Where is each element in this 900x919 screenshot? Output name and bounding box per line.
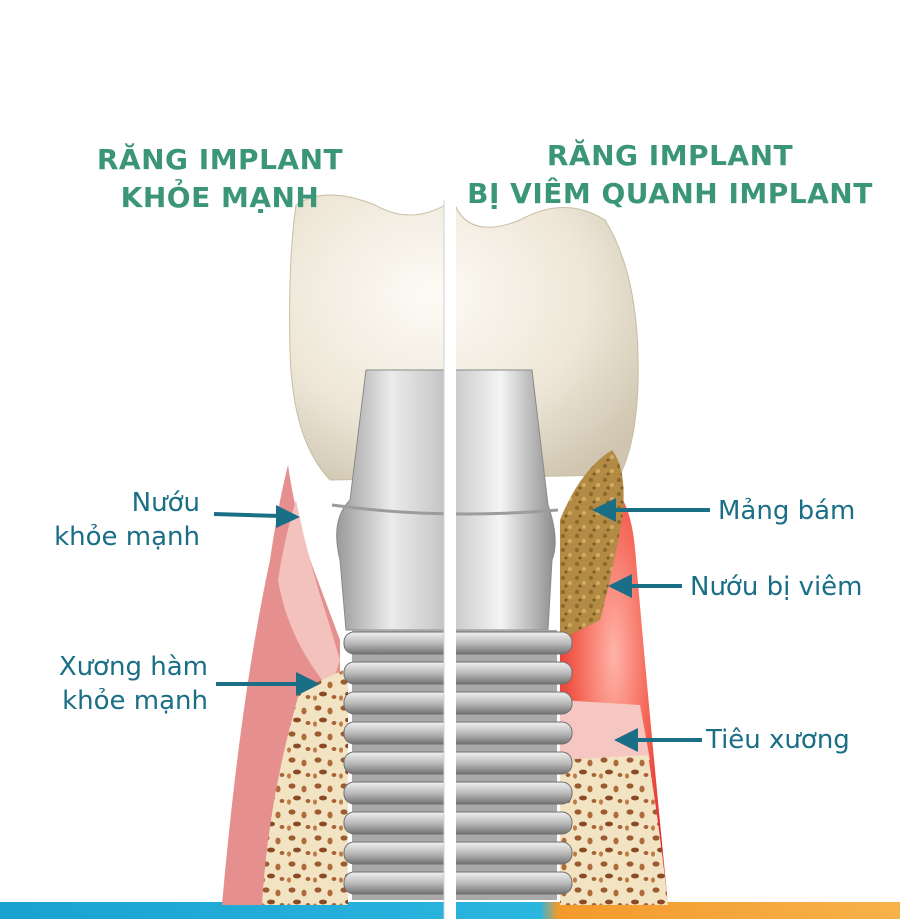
arrow-bone-loss — [614, 728, 702, 752]
heading-inflamed-line1: RĂNG IMPLANT — [546, 139, 794, 172]
inflamed-side-bone — [560, 755, 668, 905]
plaque-deposit — [560, 450, 624, 640]
arrow-healthy-bone — [216, 672, 320, 696]
arrow-plaque — [592, 498, 710, 522]
abutment-collar-line — [331, 503, 559, 516]
heading-healthy-implant: RĂNG IMPLANT KHỎE MẠNH — [30, 141, 410, 217]
implant-threads — [343, 631, 573, 895]
heading-healthy-line1: RĂNG IMPLANT — [96, 143, 344, 176]
label-inflamed-gum: Nướu bị viêm — [690, 572, 863, 602]
label-plaque: Mảng bám — [718, 496, 856, 526]
healthy-gum-inner — [278, 500, 340, 690]
label-healthy-gum: Nướu khỏe mạnh — [0, 486, 200, 554]
healthy-bone-shape — [262, 668, 348, 905]
arrow-healthy-gum — [213, 505, 300, 528]
label-healthy-bone: Xương hàm khỏe mạnh — [0, 650, 208, 718]
label-healthy-gum-line1: Nướu — [131, 488, 200, 518]
heading-healthy-line2: KHỎE MẠNH — [120, 181, 320, 214]
heading-inflamed-line2: BỊ VIÊM QUANH IMPLANT — [467, 177, 873, 210]
label-healthy-bone-line1: Xương hàm — [58, 652, 208, 682]
label-healthy-gum-line2: khỏe mạnh — [54, 522, 200, 552]
label-bone-loss: Tiêu xương — [706, 725, 850, 755]
label-healthy-bone-line2: khỏe mạnh — [62, 686, 208, 716]
center-divider — [444, 200, 456, 919]
arrow-inflamed-gum — [608, 574, 682, 598]
heading-inflamed-implant: RĂNG IMPLANT BỊ VIÊM QUANH IMPLANT — [460, 137, 880, 213]
